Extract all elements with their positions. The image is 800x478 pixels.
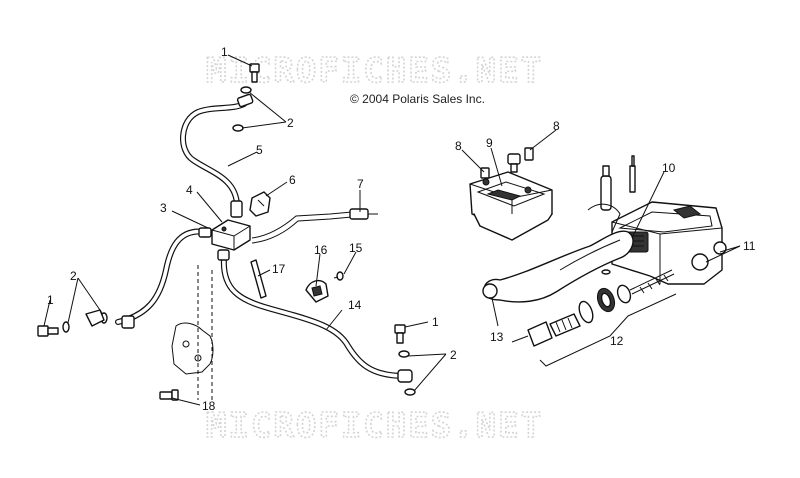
- upper-brake-hose: [179, 101, 247, 208]
- hose-clip: [249, 191, 271, 217]
- switch-screw: [333, 271, 344, 281]
- upper-hose-fitting: [230, 200, 243, 218]
- washer-left-a: [62, 321, 70, 333]
- callout-1-left: 1: [47, 293, 54, 307]
- clamp-washer: [601, 269, 611, 275]
- watermark-top: MICROFICHES.NET: [206, 51, 543, 91]
- cable-tie: [250, 259, 267, 299]
- callout-9: 9: [486, 136, 493, 150]
- washer-right-b: [404, 388, 416, 396]
- callout-18: 18: [202, 399, 216, 413]
- watermark-bottom: MICROFICHES.NET: [206, 406, 543, 446]
- callout-6: 6: [289, 173, 296, 187]
- banjo-bolt-right: [394, 324, 406, 344]
- piston-assembly: [511, 269, 675, 347]
- brake-line-assembly: [37, 54, 447, 406]
- upper-banjo-fitting: [236, 93, 254, 108]
- banjo-bolt-top: [249, 63, 260, 83]
- callout-8-right: 8: [553, 119, 560, 133]
- callout-3: 3: [160, 201, 167, 215]
- brake-switch: [305, 279, 329, 303]
- callout-4: 4: [186, 183, 193, 197]
- callout-11: 11: [743, 239, 756, 253]
- washer-top-a: [240, 86, 252, 94]
- right-banjo-fitting: [397, 369, 413, 383]
- callout-14: 14: [348, 298, 362, 312]
- washer-right-a: [398, 350, 410, 358]
- banjo-bolt-left: [37, 325, 59, 337]
- copyright-text: © 2004 Polaris Sales Inc.: [350, 92, 485, 106]
- callout-16: 16: [314, 243, 328, 257]
- reservoir-sight-tube: [600, 165, 612, 211]
- cover-screw-right: [524, 147, 534, 161]
- callout-2-right: 2: [450, 348, 457, 362]
- callout-1-top: 1: [221, 45, 228, 59]
- left-hose-clamp: [121, 315, 135, 329]
- callout-8-left: 8: [455, 139, 462, 153]
- left-banjo-fitting: [85, 309, 105, 327]
- brake-lever: [482, 203, 634, 303]
- left-brake-hose: [115, 228, 208, 325]
- callout-17: 17: [272, 262, 286, 276]
- callout-5: 5: [256, 143, 263, 157]
- callout-13: 13: [490, 330, 504, 344]
- callout-15: 15: [349, 241, 363, 255]
- callout-7: 7: [357, 177, 364, 191]
- left-hose-fitting: [198, 227, 212, 238]
- callout-2-left: 2: [70, 269, 77, 283]
- right-hose-fitting: [217, 249, 230, 261]
- callout-12: 12: [610, 334, 624, 348]
- junction-block: [211, 219, 251, 251]
- callout-1-right: 1: [432, 315, 439, 329]
- brake-switch-line: [251, 208, 378, 244]
- bleeder-screw: [159, 389, 179, 401]
- reservoir-cover: [469, 171, 553, 241]
- reservoir-fitting: [507, 153, 521, 173]
- washer-top-b: [232, 124, 244, 132]
- master-cylinder-assembly: [461, 129, 741, 367]
- caliper-outline: [171, 265, 214, 400]
- right-brake-hose: [220, 255, 407, 379]
- pivot-pin: [629, 155, 636, 193]
- callout-10: 10: [662, 161, 676, 175]
- callout-2-top: 2: [287, 116, 294, 130]
